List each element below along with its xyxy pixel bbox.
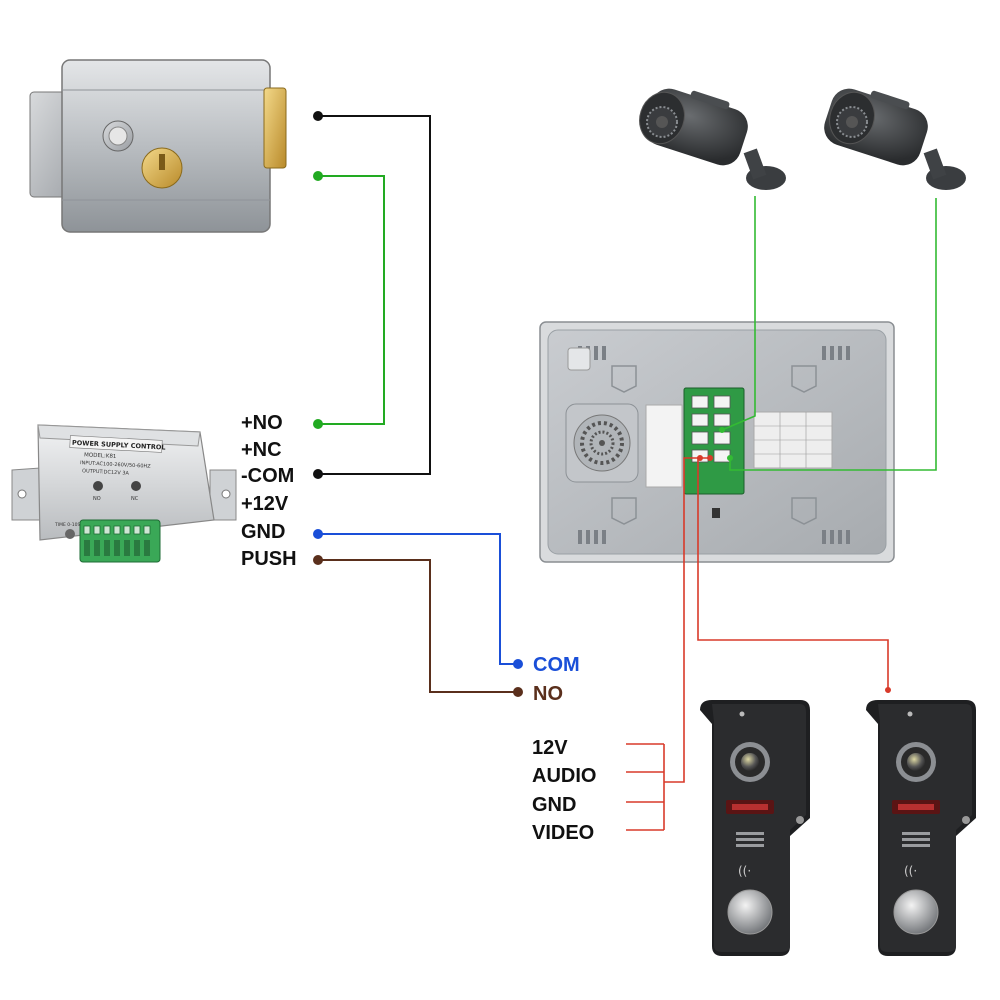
- psu-input: INPUT:AC100-260V/50-60HZ: [80, 460, 151, 470]
- label-doorbell-12v: 12V: [532, 737, 568, 759]
- wire-lock-green-to-no: [318, 175, 385, 425]
- psu-button-nc: NC: [131, 496, 139, 502]
- wire-push-to-no: [318, 559, 518, 693]
- doorbell-unit-2: ((·: [866, 700, 976, 956]
- svg-text:((·: ((·: [738, 864, 751, 878]
- dot-camera-1: [719, 427, 725, 433]
- label-monitor-no: NO: [533, 683, 563, 705]
- doorbell-wire-bundle: [626, 743, 665, 831]
- doorbell-unit-1: ((·: [700, 700, 810, 956]
- label-doorbell-video: VIDEO: [532, 822, 595, 844]
- dot-lock-black: [313, 111, 323, 121]
- wire-gnd-to-com: [318, 533, 518, 665]
- label-doorbell-gnd: GND: [532, 794, 577, 816]
- wire-camera-1: [721, 196, 756, 431]
- cctv-camera-2: [824, 88, 966, 190]
- psu-button-no: NO: [93, 496, 101, 502]
- dot-monitor-no: [513, 687, 523, 697]
- cctv-camera-1: [639, 88, 786, 190]
- electric-lock: [29, 59, 287, 233]
- dot-doorbell-in: [885, 687, 891, 693]
- dot-push: [313, 555, 323, 565]
- dot-doorbell-1: [697, 455, 703, 461]
- label-doorbell-audio: AUDIO: [532, 765, 597, 787]
- label-plus-no: +NO: [241, 412, 283, 434]
- label-monitor-com: COM: [533, 654, 580, 676]
- dot-com: [313, 469, 323, 479]
- dot-lock-green: [313, 171, 323, 181]
- wire-doorbell-1: [664, 457, 700, 783]
- label-gnd: GND: [241, 521, 286, 543]
- svg-text:((·: ((·: [904, 864, 917, 878]
- dot-no: [313, 419, 323, 429]
- label-plus-nc: +NC: [241, 439, 282, 461]
- psu-model: MODEL:K81: [84, 452, 117, 460]
- dot-doorbell-2: [707, 455, 713, 461]
- label-push: PUSH: [241, 548, 297, 570]
- dot-monitor-com: [513, 659, 523, 669]
- dot-gnd: [313, 529, 323, 539]
- psu-time-label: TIME 0-10S: [54, 522, 80, 528]
- wire-camera-2: [729, 198, 937, 471]
- wire-lock-black-to-com: [318, 115, 431, 475]
- indoor-monitor-back: [539, 321, 895, 563]
- label-minus-com: -COM: [241, 465, 295, 487]
- label-plus-12v: +12V: [241, 493, 289, 515]
- psu-output: OUTPUT:DC12V 3A: [82, 468, 130, 476]
- dot-camera-2: [727, 455, 733, 461]
